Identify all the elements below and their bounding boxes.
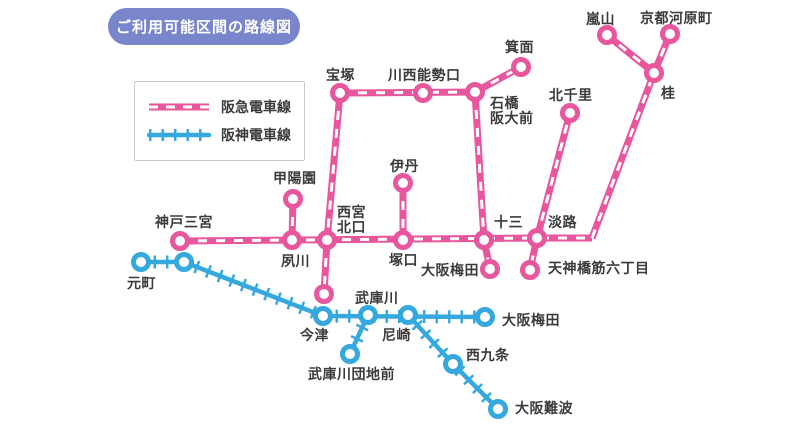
page-title: ご利用可能区間の路線図: [108, 8, 300, 45]
station-marker-kyoto-kawaramachi: [660, 24, 680, 44]
station-marker-kita-senri: [560, 103, 580, 123]
legend-label-hankyu: 阪急電車線: [221, 99, 291, 115]
station-label-tsukaguchi: 塚口: [389, 252, 418, 268]
station-marker-arashiyama: [597, 25, 617, 45]
station-marker-itami: [393, 173, 413, 193]
station-marker-minoo: [511, 57, 531, 77]
station-marker-shukugawa: [282, 230, 302, 250]
legend-label-hanshin: 阪神電車線: [221, 127, 291, 143]
station-marker-katsura: [644, 63, 664, 83]
station-label-nishikujo: 西九条: [466, 347, 510, 363]
station-marker-imazu-hankyu: [314, 284, 334, 304]
station-label-osaka-umeda-hanshin: 大阪梅田: [502, 312, 560, 328]
station-marker-awaji: [527, 228, 547, 248]
station-label-kita-senri: 北千里: [549, 87, 593, 103]
station-marker-takarazuka: [330, 83, 350, 103]
station-label-itami: 伊丹: [390, 158, 419, 174]
station-label-juso: 十三: [494, 214, 523, 230]
station-marker-nishinomiya-kitaguchi: [317, 230, 337, 250]
station-label-osaka-umeda-hankyu: 大阪梅田: [421, 262, 479, 278]
station-label-imazu: 今津: [300, 327, 329, 343]
station-label-motomachi: 元町: [127, 275, 156, 291]
station-marker-kobe-sannomiya-hankyu: [170, 231, 190, 251]
station-label-arashiyama: 嵐山: [586, 11, 615, 27]
station-marker-mukogawa: [358, 305, 378, 325]
station-label-kawanishi-noseguchi: 川西能勢口: [388, 67, 461, 83]
station-marker-juso: [474, 230, 494, 250]
station-label-kobe-sannomiya: 神戸三宮: [155, 214, 213, 230]
station-marker-motomachi: [131, 252, 151, 272]
station-marker-tsukaguchi: [393, 230, 413, 250]
station-label-osaka-namba: 大阪難波: [515, 400, 573, 416]
hankyu-station-markers: [170, 24, 680, 304]
station-label-koyoen: 甲陽園: [273, 170, 317, 186]
station-marker-mukogawa-danchimae: [340, 344, 360, 364]
station-label-takarazuka: 宝塚: [326, 67, 355, 83]
station-marker-tenjimbashisuji-rokuchome: [520, 260, 540, 280]
station-marker-osaka-namba: [488, 399, 508, 419]
station-label-shukugawa: 夙川: [281, 253, 310, 269]
station-marker-amagasaki: [398, 305, 418, 325]
hanshin-line-sample-icon: [147, 129, 211, 141]
legend-row-hankyu: 阪急電車線: [147, 98, 304, 116]
station-marker-kawanishi-noseguchi: [413, 83, 433, 103]
hanshin-station-markers: [131, 252, 508, 419]
station-marker-ishibashi-handaimae: [465, 82, 485, 102]
station-label-nishinomiya-kitaguchi: 西宮 北口: [337, 204, 366, 235]
station-marker-koyoen: [283, 189, 303, 209]
station-label-awaji: 淡路: [548, 214, 577, 230]
station-label-mukogawa: 武庫川: [355, 290, 399, 306]
hankyu-line-sample-icon: [149, 103, 209, 111]
station-label-mukogawa-danchimae: 武庫川団地前: [308, 366, 395, 382]
station-marker-osaka-umeda-hankyu: [480, 259, 500, 279]
legend-row-hanshin: 阪神電車線: [147, 126, 304, 144]
station-label-amagasaki: 尼崎: [382, 327, 411, 343]
station-marker-kobe-sannomiya-hanshin: [174, 252, 194, 272]
station-label-kyoto-kawaramachi: 京都河原町: [640, 10, 713, 26]
station-label-katsura: 桂: [661, 85, 676, 101]
station-label-tenjimbashisuji-rokuchome: 天神橋筋六丁目: [548, 260, 650, 276]
station-label-ishibashi-handaimae: 石橋 阪大前: [490, 95, 534, 126]
legend-box: 阪急電車線 阪神電車線: [134, 81, 305, 161]
station-marker-nishikujo: [443, 354, 463, 374]
station-label-minoo: 箕面: [505, 39, 534, 55]
station-marker-imazu-hanshin: [313, 306, 333, 326]
station-marker-osaka-umeda-hanshin: [475, 307, 495, 327]
